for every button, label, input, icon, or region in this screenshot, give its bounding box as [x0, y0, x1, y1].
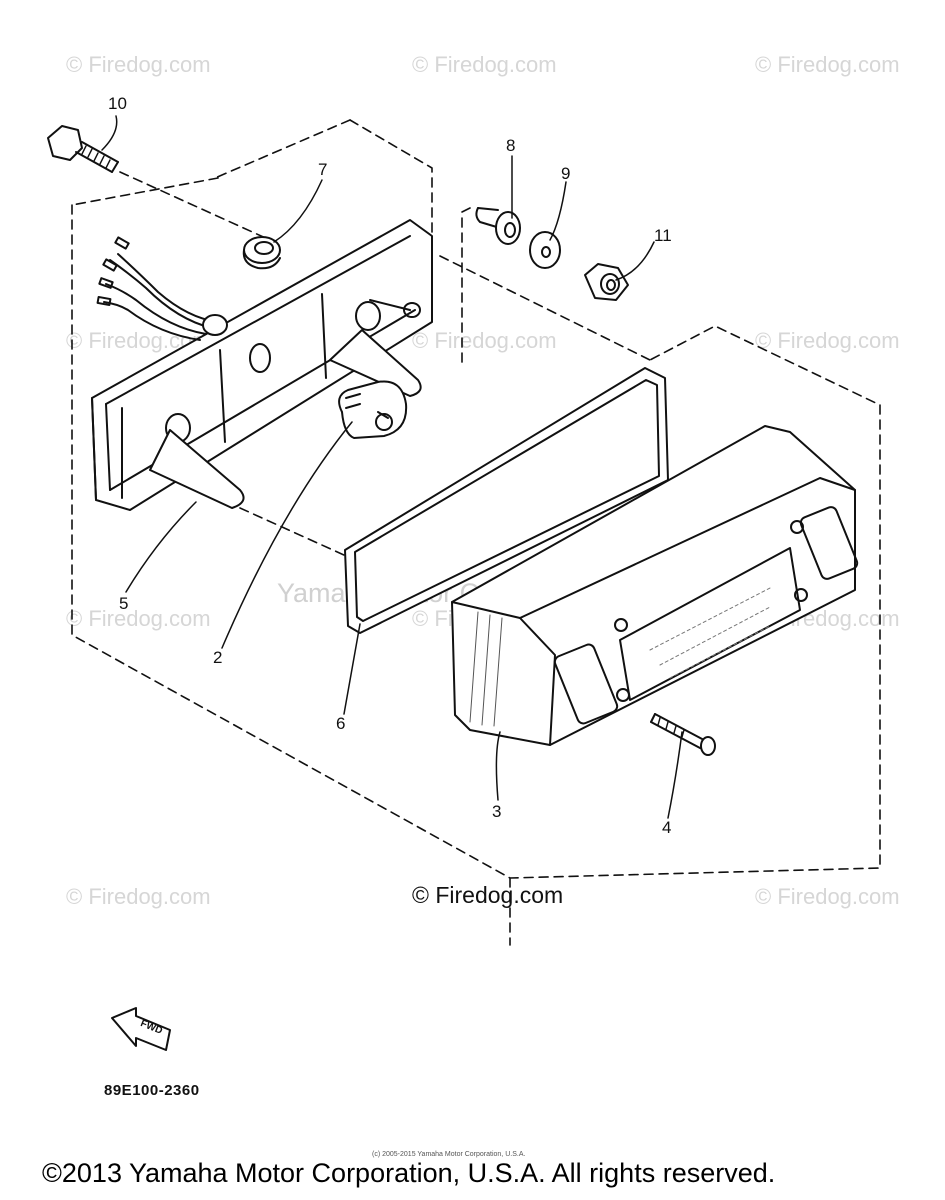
- watermark-11: © Firedog.com: [755, 884, 900, 909]
- watermark-2: © Firedog.com: [412, 52, 557, 77]
- callout-2: 2: [213, 648, 223, 667]
- callout-9: 9: [561, 164, 571, 183]
- fwd-arrow-icon: [111, 1007, 171, 1051]
- collar-8: [475, 207, 521, 245]
- fine-copyright: (c) 2005-2015 Yamaha Motor Corporation, …: [372, 1151, 526, 1158]
- callout-7: 7: [318, 160, 328, 179]
- firedog-credit: © Firedog.com: [412, 882, 564, 908]
- assembly-outline: [71, 119, 881, 946]
- watermark-1: © Firedog.com: [66, 52, 211, 77]
- bolt-10: [47, 125, 119, 173]
- callout-8: 8: [506, 136, 516, 155]
- copyright-notice: ©2013 Yamaha Motor Corporation, U.S.A. A…: [42, 1158, 776, 1188]
- watermark-3: © Firedog.com: [755, 52, 900, 77]
- callout-11: 11: [654, 226, 672, 245]
- watermark-10: © Firedog.com: [66, 884, 211, 909]
- watermark-6: © Firedog.com: [755, 328, 900, 353]
- callout-3: 3: [492, 802, 502, 821]
- callout-4: 4: [662, 818, 672, 837]
- leader-lines: [101, 115, 683, 819]
- screw-4: [650, 713, 716, 756]
- nut-11: [584, 263, 629, 301]
- part-code: 89E100-2360: [104, 1082, 200, 1099]
- callout-6: 6: [336, 714, 346, 733]
- housing-5: [91, 219, 433, 511]
- watermark-5: © Firedog.com: [412, 328, 557, 353]
- watermark-7: © Firedog.com: [66, 606, 211, 631]
- grommet-7: [242, 236, 281, 270]
- lens-3: [451, 425, 859, 746]
- callout-10: 10: [108, 94, 127, 113]
- callout-5: 5: [119, 594, 129, 613]
- bulb-2: [338, 380, 408, 439]
- washer-9: [529, 231, 561, 269]
